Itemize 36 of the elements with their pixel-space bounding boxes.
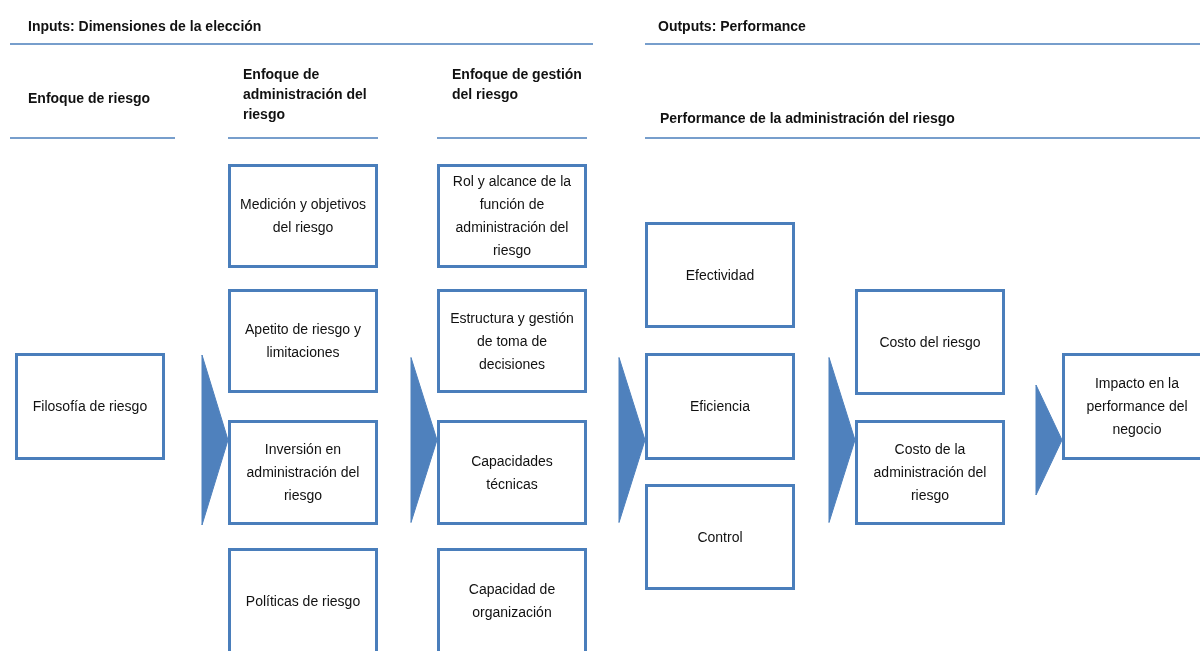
process-box — [228, 548, 378, 651]
box-text: Estructura y gestión de toma de decisiones — [449, 308, 575, 374]
process-box — [437, 548, 587, 651]
box-text: Eficiencia — [690, 397, 750, 416]
box-text: Control — [697, 527, 743, 547]
box-text: Inversión en administración del riesgo — [245, 440, 361, 505]
process-box — [15, 353, 165, 460]
column-heading: Enfoque de administración del riesgo — [243, 65, 368, 124]
box-text: Efectividad — [685, 265, 755, 285]
process-box — [437, 420, 587, 525]
process-box — [228, 289, 378, 393]
box-text: Apetito de riesgo y limitaciones — [244, 320, 362, 362]
process-box — [855, 420, 1005, 525]
section-heading: Inputs: Dimensiones de la elección — [28, 17, 262, 36]
box-text: Políticas de riesgo — [245, 591, 361, 611]
process-box — [437, 289, 587, 393]
process-box — [1062, 353, 1200, 460]
box-text: Costo de la administración del riesgo — [872, 440, 988, 505]
column-heading: Enfoque de riesgo — [28, 89, 151, 108]
column-heading: Performance de la administración del riesgo — [660, 109, 955, 128]
box-text: Capacidad de organización — [467, 580, 557, 622]
box-text: Filosofía de riesgo — [32, 397, 148, 416]
box-text: Rol y alcance de la función de administración del riesgo — [451, 172, 573, 260]
process-box — [437, 164, 587, 268]
column-heading: Enfoque de gestión del riesgo — [452, 65, 582, 104]
box-text: Capacidades técnicas — [470, 451, 554, 494]
process-box — [645, 484, 795, 590]
process-box — [645, 353, 795, 460]
process-box — [855, 289, 1005, 395]
process-box — [645, 222, 795, 328]
box-text: Impacto en la performance del negocio — [1085, 374, 1189, 439]
box-text: Costo del riesgo — [879, 332, 981, 352]
process-box — [228, 420, 378, 525]
box-text: Medición y objetivos del riesgo — [239, 195, 367, 237]
process-box — [228, 164, 378, 268]
section-heading: Outputs: Performance — [658, 17, 806, 36]
